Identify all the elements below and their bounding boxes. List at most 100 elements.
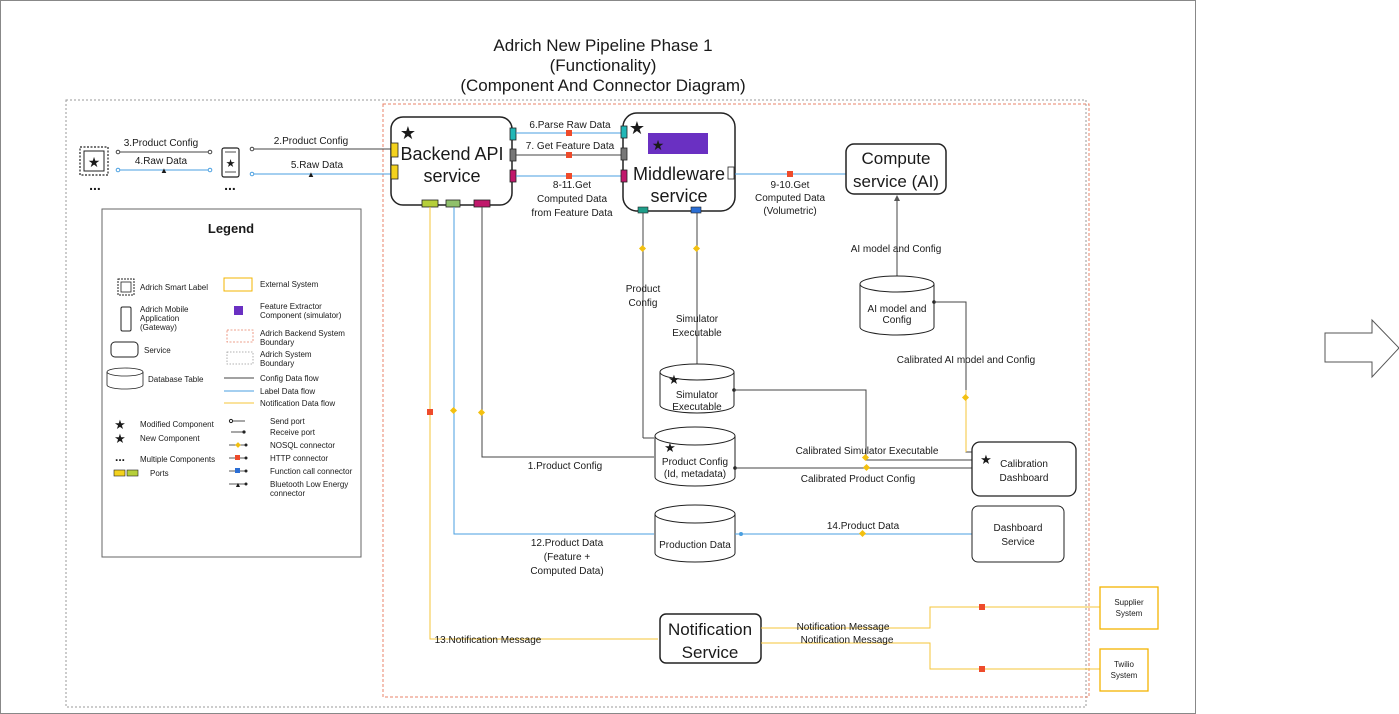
backend-title-line2: service	[423, 166, 480, 186]
flow-12-label-line2: (Feature +	[544, 552, 591, 563]
supplier-title-line1: Supplier	[1114, 598, 1144, 607]
legend-recv-port: Receive port	[270, 428, 316, 437]
middleware-title-line2: service	[650, 186, 707, 206]
new-star-icon: ★	[652, 137, 665, 153]
calibration-dashboard[interactable]: ★ Calibration Dashboard	[971, 441, 1077, 497]
backend-api-service[interactable]: ★ Backend API service	[390, 116, 517, 208]
mobile-gateway-icon: ★	[221, 147, 240, 178]
flow-8-label-line1: 8-11.Get	[553, 180, 591, 191]
new-star-icon: ★	[114, 431, 126, 446]
flow-9-label-line3: (Volumetric)	[763, 206, 816, 217]
flow-12-label-line3: Computed Data)	[530, 566, 603, 577]
middleware-title-line1: Middleware	[633, 164, 725, 184]
legend-multiple: Multiple Components	[140, 455, 215, 464]
dashboard-title-line1: Dashboard	[994, 523, 1043, 534]
legend-title: Legend	[208, 221, 254, 236]
legend-http: HTTP connector	[270, 454, 328, 463]
legend-backend-boundary-line2: Boundary	[260, 338, 294, 347]
calibrated-simulator-flow-label: Calibrated Simulator Executable	[796, 446, 939, 457]
legend-func: Function call connector	[270, 467, 353, 476]
twilio-title-line1: Twilio	[1114, 660, 1135, 669]
modified-star-icon: ★	[400, 123, 416, 143]
flow-13-label: 13.Notification Message	[435, 635, 542, 646]
flow-14-label: 14.Product Data	[827, 521, 900, 532]
legend-feature-line2: Component (simulator)	[260, 311, 342, 320]
svg-text:▲: ▲	[160, 166, 168, 175]
multiple-phones-ellipsis: ...	[224, 177, 236, 193]
simulator-flow-label-line2: Executable	[672, 328, 722, 339]
calibrated-ai-flow-label: Calibrated AI model and Config	[897, 355, 1035, 366]
compute-service-ai[interactable]: Compute service (AI)	[845, 143, 947, 195]
db-ai-model-config[interactable]: AI model and Config	[859, 275, 935, 336]
db-production-data[interactable]: Production Data	[654, 504, 736, 563]
ai-config-flow-label: AI model and Config	[851, 244, 942, 255]
svg-text:...: ...	[115, 450, 125, 464]
modified-star-icon: ★	[629, 118, 645, 138]
calibration-title-line2: Dashboard	[1000, 473, 1049, 484]
calibrated-product-flow-label: Calibrated Product Config	[801, 474, 916, 485]
legend-label-flow: Label Data flow	[260, 387, 315, 396]
middleware-service[interactable]: ★ ★ Middleware service	[620, 112, 736, 214]
legend-modified: Modified Component	[140, 420, 215, 429]
legend-mobile-line1: Adrich Mobile	[140, 305, 189, 314]
multiple-labels-ellipsis: ...	[89, 177, 101, 193]
diagram-title: Adrich New Pipeline Phase 1 (Functionali…	[460, 36, 745, 95]
flow-8-label-line2: Computed Data	[537, 194, 607, 205]
legend-mobile-line3: (Gateway)	[140, 323, 177, 332]
feature-extractor-component	[648, 133, 708, 154]
legend-ports: Ports	[150, 469, 169, 478]
flow-1-label: 1.Product Config	[528, 461, 603, 472]
flow-12-label-line1: 12.Product Data	[531, 538, 604, 549]
compute-title-line2: service (AI)	[853, 172, 939, 191]
svg-text:▲: ▲	[307, 170, 315, 179]
legend-backend-boundary-line1: Adrich Backend System	[260, 329, 345, 338]
legend-mobile-line2: Application	[140, 314, 179, 323]
new-star-icon: ★	[88, 154, 101, 170]
legend-ble-line2: connector	[270, 489, 305, 498]
notification-msg-label-1: Notification Message	[797, 622, 890, 633]
title-line3: (Component And Connector Diagram)	[460, 76, 745, 95]
db-product-config[interactable]: ★ Product Config (Id, metadata)	[654, 426, 736, 487]
db-ai-line2: Config	[883, 315, 912, 326]
legend-system-boundary-line1: Adrich System	[260, 350, 312, 359]
modified-star-icon: ★	[114, 417, 126, 432]
compute-title-line1: Compute	[862, 149, 931, 168]
simulator-flow-label-line1: Simulator	[676, 314, 719, 325]
flow-5-label: 5.Raw Data	[291, 160, 344, 171]
legend-send-port: Send port	[270, 417, 305, 426]
new-star-icon: ★	[668, 372, 680, 387]
adrich-backend-boundary	[382, 103, 1090, 698]
adrich-system-boundary	[65, 99, 1087, 708]
product-config-flow-label-line2: Config	[629, 298, 658, 309]
flow-2-label: 2.Product Config	[274, 136, 349, 147]
backend-title-line1: Backend API	[400, 144, 503, 164]
dashboard-service[interactable]: Dashboard Service	[971, 505, 1065, 563]
flow-9-label-line2: Computed Data	[755, 193, 825, 204]
modified-star-icon: ★	[226, 158, 236, 170]
db-simulator-executable[interactable]: ★ Simulator Executable	[659, 363, 735, 414]
legend-notif-flow: Notification Data flow	[260, 399, 335, 408]
twilio-system[interactable]: Twilio System	[1099, 648, 1149, 692]
new-star-icon: ★	[980, 452, 992, 467]
title-line2: (Functionality)	[550, 56, 657, 75]
svg-text:▲: ▲	[235, 482, 242, 489]
supplier-system[interactable]: Supplier System	[1099, 586, 1159, 630]
db-ai-line1: AI model and	[868, 304, 927, 315]
flow-7-label: 7. Get Feature Data	[526, 141, 615, 152]
flow-9-label-line1: 9-10.Get	[771, 180, 810, 191]
legend-config-flow: Config Data flow	[260, 374, 319, 383]
next-page-arrow-icon	[1324, 318, 1399, 379]
db-prodcfg-line2: (Id, metadata)	[664, 469, 726, 480]
notification-service[interactable]: Notification Service	[659, 613, 762, 664]
notification-title-line2: Service	[682, 643, 739, 662]
title-line1: Adrich New Pipeline Phase 1	[493, 36, 712, 55]
db-sim-line2: Executable	[672, 402, 722, 413]
db-prod-line1: Production Data	[659, 540, 731, 551]
legend-db-table: Database Table	[148, 375, 204, 384]
legend-external: External System	[260, 280, 319, 289]
new-star-icon: ★	[664, 440, 676, 455]
flow-8-label-line3: from Feature Data	[531, 208, 613, 219]
flow-4-label: 4.Raw Data	[135, 156, 188, 167]
twilio-title-line2: System	[1111, 671, 1138, 680]
product-config-flow-label-line1: Product	[626, 284, 661, 295]
